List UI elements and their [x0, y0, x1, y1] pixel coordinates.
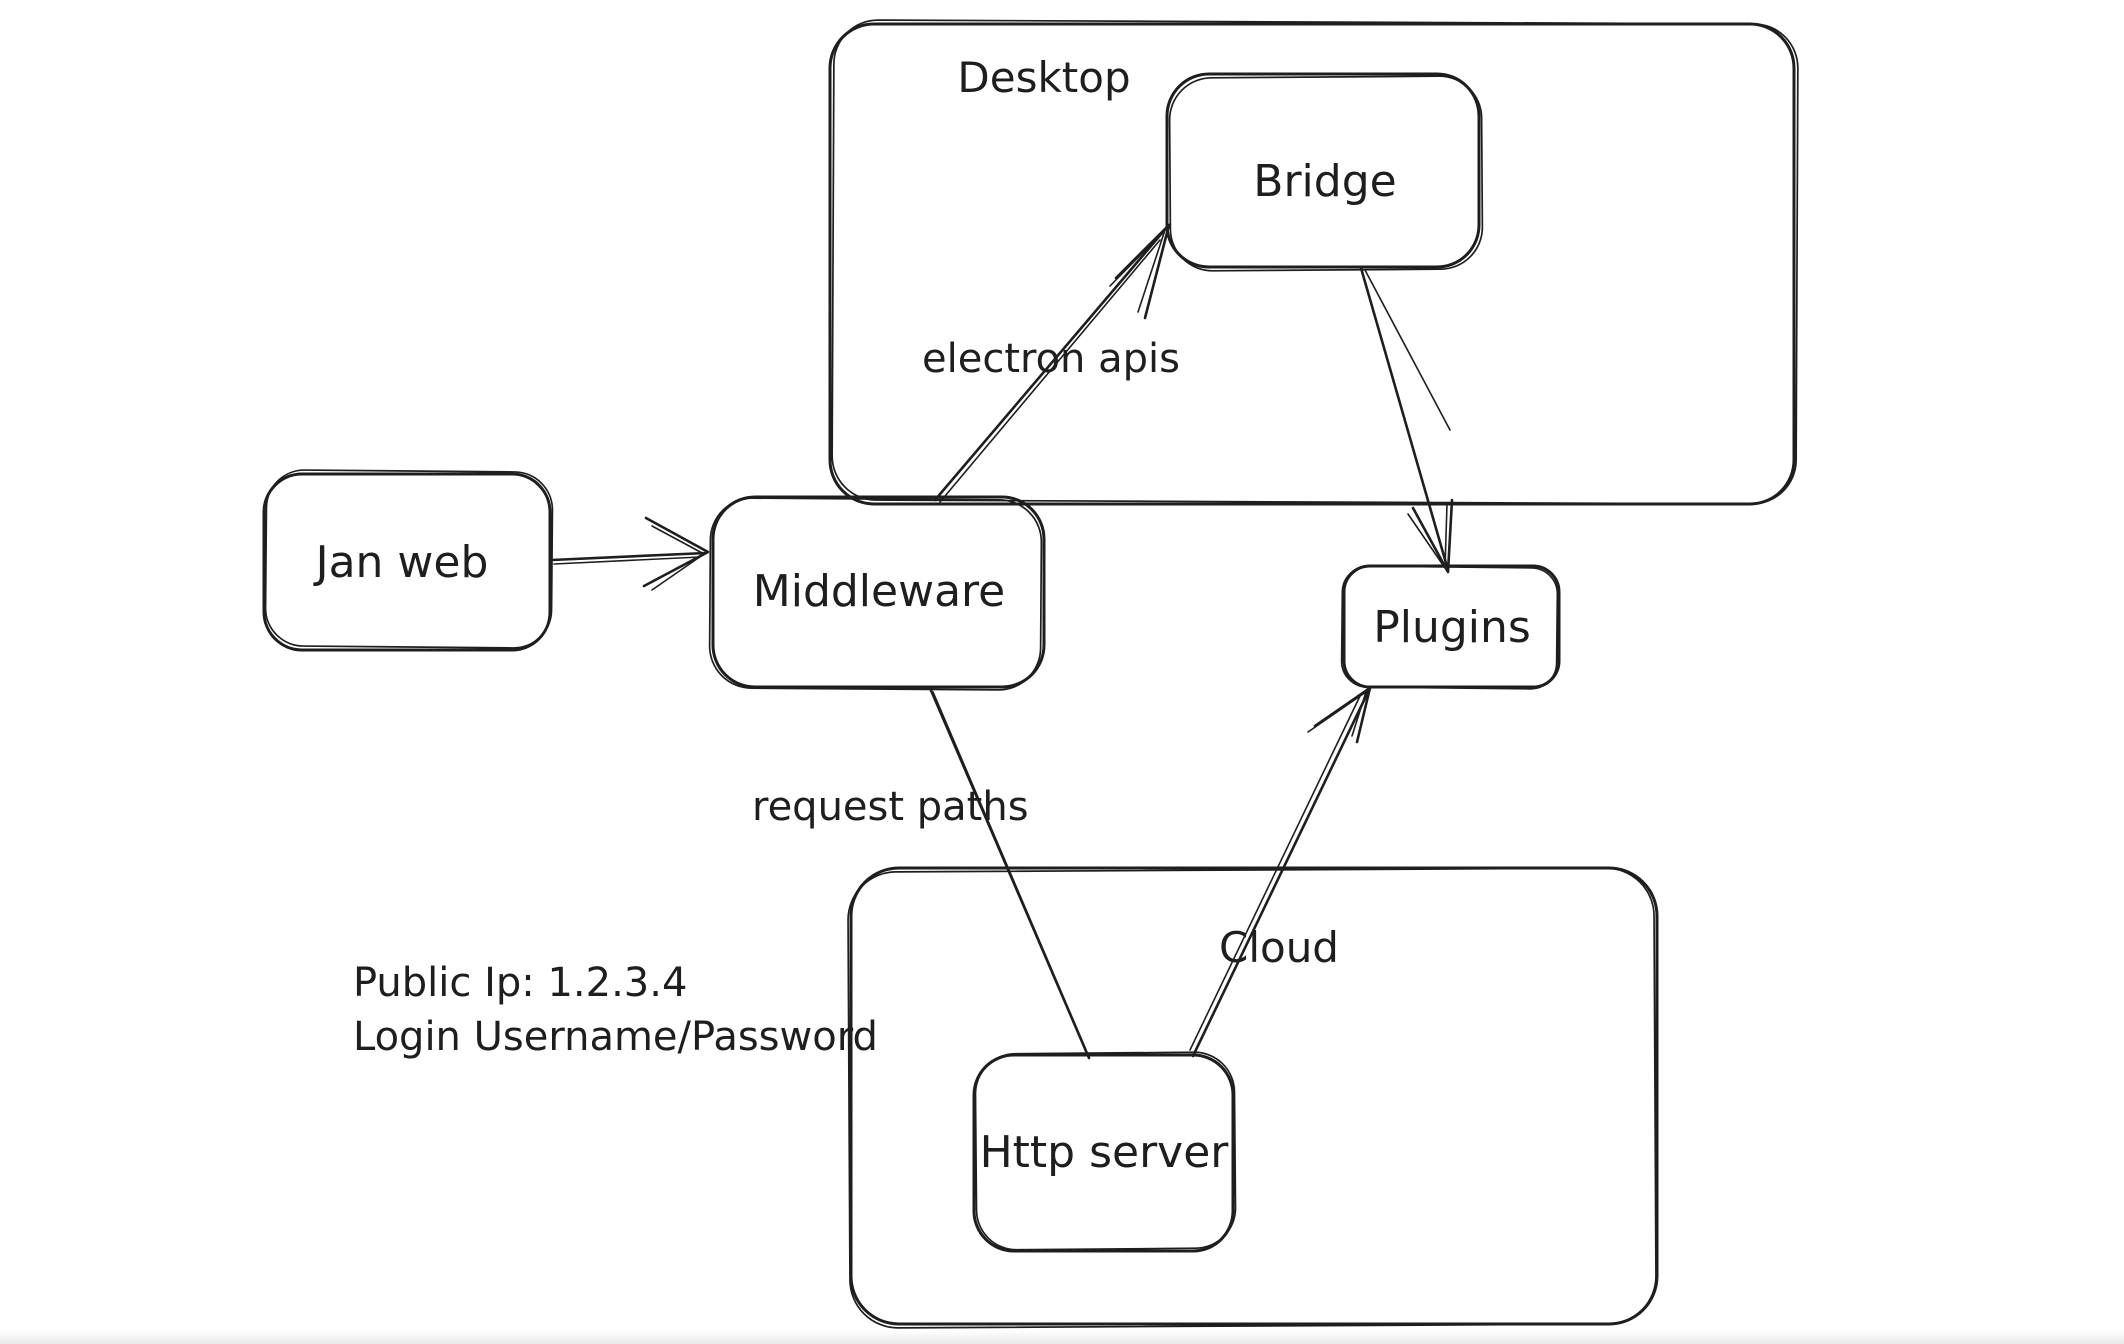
window-bottom-edge [0, 1330, 2124, 1344]
desktop-container[interactable]: Desktop [828, 19, 1799, 506]
node-label-bridge: Bridge [1253, 156, 1396, 207]
arrowhead [1114, 223, 1171, 320]
note-public-ip: Public Ip: 1.2.3.4 [353, 960, 687, 1006]
arrowhead [651, 525, 705, 591]
arrowhead [642, 516, 710, 588]
arrowhead [1307, 691, 1367, 737]
edge-middleware-to-http-server[interactable]: request paths [752, 686, 1091, 1060]
edge-label-electron-apis: electron apis [922, 336, 1180, 382]
node-http-server[interactable]: Http server [972, 1051, 1237, 1253]
edge-middleware-to-bridge[interactable]: electron apis [922, 223, 1180, 503]
edge-label-request-paths: request paths [752, 784, 1029, 830]
desktop-container-label: Desktop [957, 53, 1130, 102]
node-label-plugins: Plugins [1373, 602, 1531, 653]
edge-jan-web-to-middleware[interactable] [550, 516, 710, 591]
arrowhead [1411, 498, 1454, 574]
edge-bridge-to-plugins[interactable] [1359, 266, 1454, 574]
cloud-container[interactable]: Cloud [847, 866, 1659, 1329]
node-bridge[interactable]: Bridge [1165, 72, 1484, 272]
arrowhead [1407, 503, 1448, 569]
node-label-jan-web: Jan web [313, 537, 489, 588]
edge-http-server-to-plugins[interactable] [1189, 686, 1372, 1058]
node-middleware[interactable]: Middleware [708, 495, 1046, 691]
note-login: Login Username/Password [353, 1014, 878, 1060]
node-label-middleware: Middleware [753, 566, 1005, 617]
node-jan-web[interactable]: Jan web [262, 469, 554, 652]
node-plugins[interactable]: Plugins [1340, 564, 1561, 690]
note-credentials[interactable]: Public Ip: 1.2.3.4 Login Username/Passwo… [353, 960, 878, 1060]
arrowhead [1109, 229, 1166, 313]
node-label-http-server: Http server [980, 1127, 1230, 1178]
